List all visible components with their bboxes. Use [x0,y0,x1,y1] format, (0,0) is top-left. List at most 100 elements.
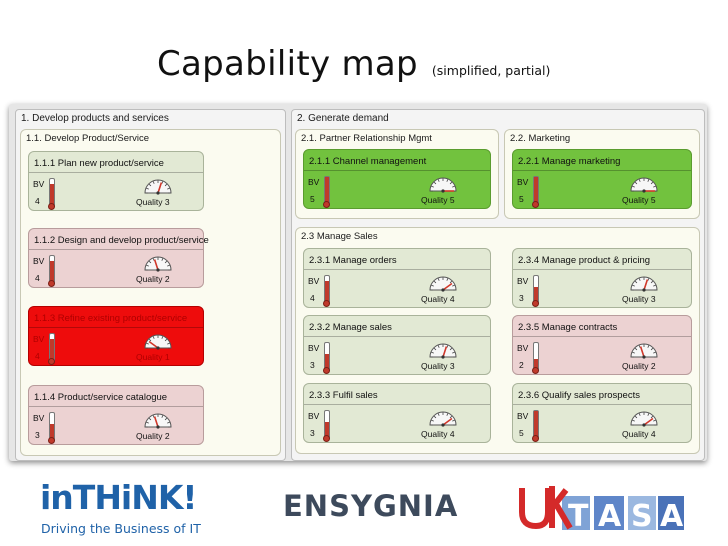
gauge-tick [433,280,437,284]
gauge-tick [152,415,155,418]
capability-card[interactable]: 2.2.1 Manage marketing BV 5 Quality 5 [512,149,692,209]
capability-card[interactable]: 2.3.3 Fulfil sales BV 3 Quality 4 [303,383,491,443]
bv-label: BV [33,334,45,344]
gauge-tick [437,278,440,281]
gauge-tick [161,415,164,418]
gauge-needle [442,417,453,426]
gauge-tick [449,280,453,284]
group-title: 2.2. Marketing [510,133,571,144]
ensygnia-wordmark: ENSYGNIA [283,489,459,523]
inthink-tagline: Driving the Business of IT [41,521,201,536]
gauge-tick [167,342,170,345]
group-title: 2.3 Manage Sales [301,231,378,242]
capability-card[interactable]: 1.1.3 Refine existing product/service BV… [28,306,204,366]
gauge-tick [437,179,440,182]
gauge-tick [449,415,453,419]
group-title: 1.1. Develop Product/Service [26,133,150,144]
gauge-needle [639,346,645,358]
bv-value: 4 [310,293,315,303]
gauge-needle [643,417,654,426]
gauge-tick [647,413,650,416]
gauge-tick [634,415,638,419]
gauge-tick [647,345,650,348]
capability-card[interactable]: 2.3.1 Manage orders BV 4 Quality 4 [303,248,491,308]
card-title: 2.2.1 Manage marketing [518,156,621,167]
gauge-tick [452,419,455,422]
gauge-icon [429,177,457,193]
gauge-tick [152,336,155,339]
quality-label: Quality 3 [622,294,656,304]
bv-label: BV [517,177,529,187]
gauge-tick [433,347,437,351]
quality-label: Quality 4 [622,429,656,439]
thermometer-icon [48,412,55,444]
gauge-icon [429,276,457,292]
gauge-tick [431,351,434,354]
gauge-needle [643,279,649,291]
bv-label: BV [517,276,529,286]
svg-text:A: A [598,499,622,534]
gauge-dial [429,411,457,426]
gauge-tick [446,179,449,182]
gauge-needle [153,259,159,271]
card-divider [513,336,691,337]
gauge-tick [152,258,155,261]
gauge-needle [442,282,453,291]
gauge-tick [161,336,164,339]
uktasa-logo: T A S A [519,486,684,534]
gauge-hub [642,355,646,359]
capability-card[interactable]: 2.3.5 Manage contracts BV 2 Quality 2 [512,315,692,375]
capability-card[interactable]: 1.1.4 Product/service catalogue BV 3 Qua… [28,385,204,445]
card-divider [304,404,490,405]
gauge-tick [433,181,437,185]
card-divider [29,327,203,328]
quality-label: Quality 5 [421,195,455,205]
gauge-tick [148,417,152,421]
gauge-tick [164,183,168,187]
gauge-tick [632,351,635,354]
thermometer-icon [323,342,330,374]
gauge-tick [164,338,168,342]
capability-card[interactable]: 1.1.2 Design and develop product/service… [28,228,209,288]
inthink-wordmark: inTHiNK! [40,478,197,517]
gauge-tick [653,284,656,287]
gauge-tick [638,413,641,416]
thermometer-icon [48,333,55,365]
card-divider [304,336,490,337]
gauge-tick [167,187,170,190]
title-main: Capability map [157,44,418,84]
gauge-hub [156,346,160,350]
bv-label: BV [308,411,320,421]
gauge-tick [650,347,654,351]
gauge-hub [441,355,445,359]
gauge-tick [146,421,149,424]
gauge-tick [148,338,152,342]
thermometer-icon [48,178,55,210]
bv-label: BV [33,256,45,266]
gauge-tick [632,419,635,422]
card-divider [29,249,203,250]
capability-card[interactable]: 2.3.6 Qualify sales prospects BV 5 Quali… [512,383,692,443]
gauge-icon [630,411,658,427]
quality-label: Quality 2 [622,361,656,371]
bv-value: 5 [310,194,315,204]
bv-label: BV [308,276,320,286]
capability-card[interactable]: 2.3.4 Manage product & pricing BV 3 Qual… [512,248,692,308]
capability-card[interactable]: 1.1.1 Plan new product/service BV 4 Qual… [28,151,204,211]
gauge-tick [167,264,170,267]
gauge-icon [144,413,172,429]
panel-develop-products: 1. Develop products and services 1.1. De… [15,109,286,461]
ensygnia-logo: ENSYGNIA [283,488,473,528]
gauge-dial [630,411,658,426]
gauge-tick [647,278,650,281]
card-title: 2.3.1 Manage orders [309,255,397,266]
gauge-icon [630,177,658,193]
gauge-needle [157,182,163,194]
thermometer-icon [323,275,330,307]
panel-title: 2. Generate demand [297,113,389,124]
gauge-hub [156,425,160,429]
gauge-tick [650,280,654,284]
capability-card[interactable]: 2.1.1 Channel management BV 5 Quality 5 [303,149,491,209]
capability-card[interactable]: 2.3.2 Manage sales BV 3 Quality 3 [303,315,491,375]
gauge-icon [630,343,658,359]
